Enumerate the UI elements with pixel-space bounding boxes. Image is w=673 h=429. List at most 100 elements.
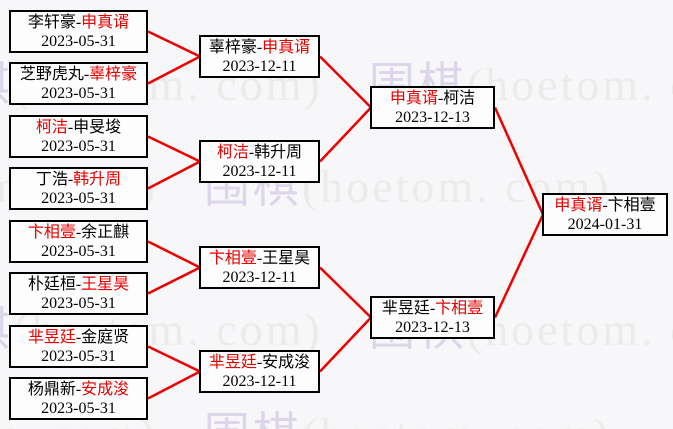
name-separator: - <box>67 170 74 188</box>
match-date: 2023-12-11 <box>222 162 297 180</box>
match-date: 2023-12-13 <box>395 318 470 336</box>
name-separator: - <box>75 13 82 31</box>
name-separator: - <box>429 299 436 317</box>
player-name-right: 安成浚 <box>262 353 311 371</box>
connector-line <box>147 370 201 400</box>
player-name-right: 卞相壹 <box>435 299 484 317</box>
name-separator: - <box>67 118 74 136</box>
name-separator: - <box>256 353 263 371</box>
match-date: 2023-05-31 <box>41 347 116 365</box>
match-r2-2: 柯洁-韩升周 2023-12-11 <box>199 140 320 183</box>
player-name-right: 安成浚 <box>81 380 130 398</box>
name-separator: - <box>602 196 608 214</box>
match-r1-2: 芝野虎丸-辜梓豪 2023-05-31 <box>9 62 148 105</box>
connector-line <box>319 55 372 109</box>
connector-line <box>493 106 545 216</box>
match-semifinal-1: 申真谞-柯洁 2023-12-13 <box>370 86 495 129</box>
match-date: 2023-05-31 <box>41 137 116 155</box>
match-date: 2023-05-31 <box>41 189 116 207</box>
match-players: 芈昱廷-安成浚 <box>209 353 310 372</box>
player-name-right: 韩升周 <box>73 170 122 188</box>
player-name-right: 韩升周 <box>254 143 303 161</box>
name-separator: - <box>437 89 444 107</box>
connector-line <box>147 240 201 269</box>
player-name-right: 申真谞 <box>262 38 311 56</box>
name-separator: - <box>75 275 82 293</box>
match-date: 2023-12-13 <box>395 108 470 126</box>
player-name-left: 申真谞 <box>389 89 438 107</box>
match-players: 申真谞-卞相壹 <box>554 196 655 215</box>
player-name-left: 丁浩 <box>35 170 68 188</box>
name-separator: - <box>83 65 90 83</box>
name-separator: - <box>256 249 263 267</box>
player-name-left: 申真谞 <box>554 196 603 214</box>
match-players: 卞相壹-余正麒 <box>28 223 129 242</box>
connector-line <box>319 266 372 319</box>
player-name-left: 芈昱廷 <box>381 299 430 317</box>
player-name-right: 金庭贤 <box>81 328 130 346</box>
player-name-right: 申旻埈 <box>73 118 122 136</box>
connector-line <box>319 106 372 163</box>
player-name-right: 申真谞 <box>81 13 130 31</box>
match-date: 2024-01-31 <box>567 215 643 233</box>
match-r1-4: 丁浩-韩升周 2023-05-31 <box>9 167 148 210</box>
player-name-right: 王星昊 <box>81 275 130 293</box>
player-name-left: 李轩豪 <box>27 13 76 31</box>
match-r1-3: 柯洁-申旻埈 2023-05-31 <box>9 115 148 158</box>
player-name-left: 芈昱廷 <box>27 328 76 346</box>
match-date: 2023-05-31 <box>41 399 116 417</box>
match-date: 2023-12-11 <box>222 268 297 286</box>
player-name-left: 卞相壹 <box>27 223 76 241</box>
name-separator: - <box>75 380 82 398</box>
match-date: 2023-05-31 <box>41 242 116 260</box>
connector-line <box>319 316 372 373</box>
player-name-right: 柯洁 <box>443 89 476 107</box>
connector-line <box>147 160 201 190</box>
player-name-right: 余正麒 <box>81 223 130 241</box>
player-name-left: 芝野虎丸 <box>19 65 84 83</box>
player-name-right: 辜梓豪 <box>89 65 138 83</box>
match-players: 李轩豪-申真谞 <box>28 13 129 32</box>
match-players: 芝野虎丸-辜梓豪 <box>20 65 137 84</box>
name-separator: - <box>75 328 82 346</box>
match-r1-1: 李轩豪-申真谞 2023-05-31 <box>9 10 148 53</box>
player-name-left: 卞相壹 <box>208 249 257 267</box>
player-name-left: 柯洁 <box>216 143 249 161</box>
match-r2-1: 辜梓豪-申真谞 2023-12-11 <box>199 35 320 78</box>
match-r1-6: 朴廷桓-王星昊 2023-05-31 <box>9 272 148 315</box>
name-separator: - <box>75 223 82 241</box>
match-r1-5: 卞相壹-余正麒 2023-05-31 <box>9 220 148 263</box>
match-date: 2023-05-31 <box>41 84 116 102</box>
match-players: 芈昱廷-卞相壹 <box>382 299 483 318</box>
match-players: 杨鼎新-安成浚 <box>28 380 129 399</box>
connector-line <box>147 266 201 295</box>
match-players: 申真谞-柯洁 <box>390 89 475 108</box>
match-players: 辜梓豪-申真谞 <box>209 38 310 57</box>
match-players: 芈昱廷-金庭贤 <box>28 328 129 347</box>
connector-line <box>493 213 545 319</box>
player-name-left: 芈昱廷 <box>208 353 257 371</box>
match-final: 申真谞-卞相壹 2024-01-31 <box>542 193 668 236</box>
connector-line <box>147 30 201 58</box>
match-players: 柯洁-申旻埈 <box>36 118 121 137</box>
player-name-left: 辜梓豪 <box>208 38 257 56</box>
connector-line <box>147 55 201 85</box>
match-date: 2023-05-31 <box>41 294 116 312</box>
connector-line <box>147 135 201 163</box>
match-r1-8: 杨鼎新-安成浚 2023-05-31 <box>9 377 148 420</box>
match-players: 朴廷桓-王星昊 <box>28 275 129 294</box>
name-separator: - <box>256 38 263 56</box>
player-name-right: 卞相壹 <box>607 196 656 214</box>
connector-line <box>147 345 201 373</box>
match-r1-7: 芈昱廷-金庭贤 2023-05-31 <box>9 325 148 368</box>
name-separator: - <box>248 143 255 161</box>
match-players: 卞相壹-王星昊 <box>209 249 310 268</box>
match-players: 丁浩-韩升周 <box>36 170 121 189</box>
player-name-left: 柯洁 <box>35 118 68 136</box>
player-name-left: 杨鼎新 <box>27 380 76 398</box>
match-players: 柯洁-韩升周 <box>217 143 302 162</box>
player-name-right: 王星昊 <box>262 249 311 267</box>
player-name-left: 朴廷桓 <box>27 275 76 293</box>
